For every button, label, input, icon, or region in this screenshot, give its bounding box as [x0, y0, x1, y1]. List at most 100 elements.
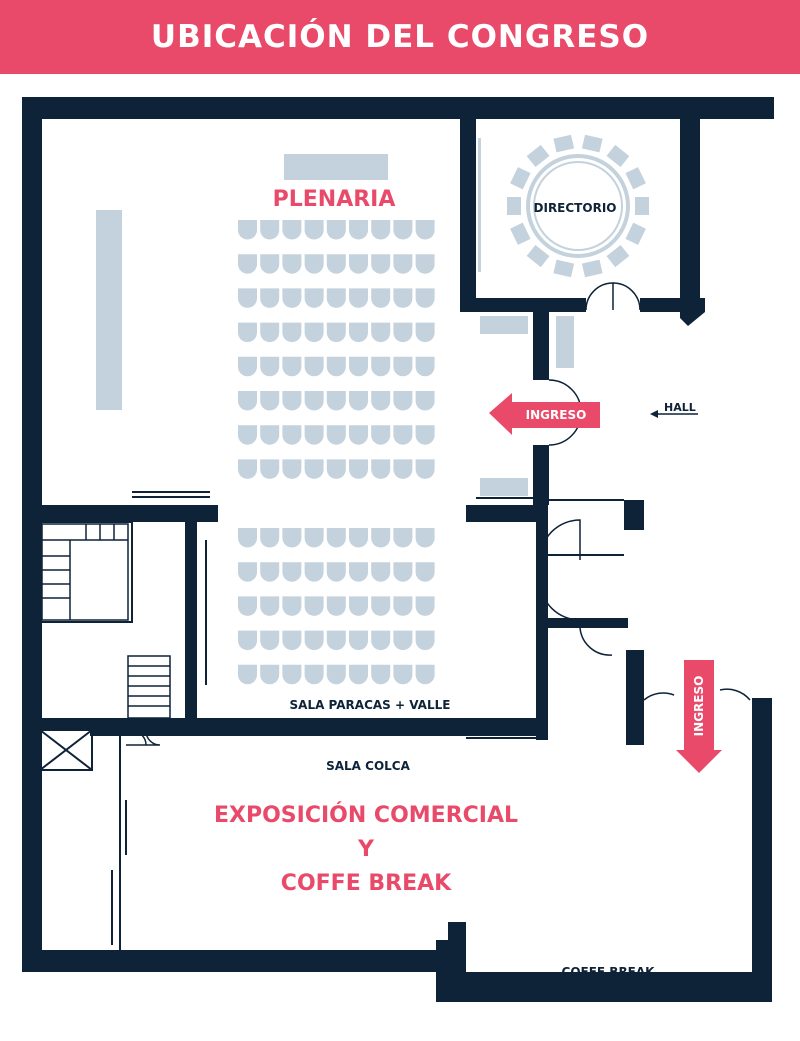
arrow-left-icon — [489, 393, 600, 435]
seat — [371, 356, 391, 377]
seat — [282, 630, 302, 651]
chair — [581, 259, 603, 278]
seat — [415, 459, 435, 479]
seat — [282, 322, 302, 343]
seat — [393, 322, 413, 343]
seat — [349, 664, 368, 685]
label-expo-line1: EXPOSICIÓN COMERCIAL — [214, 802, 518, 828]
label-directorio: DIRECTORIO — [534, 201, 617, 215]
seat — [371, 630, 391, 651]
seat — [415, 664, 435, 685]
seat — [304, 288, 324, 308]
seat — [415, 220, 435, 240]
seat — [371, 459, 391, 479]
seat — [238, 356, 257, 377]
chair — [553, 259, 575, 278]
seat — [349, 356, 368, 377]
seat — [415, 630, 435, 651]
seat — [393, 562, 413, 582]
seat — [282, 288, 302, 308]
seat — [238, 254, 257, 274]
seat — [282, 459, 302, 479]
seat — [326, 562, 346, 582]
seat — [282, 664, 302, 685]
chair — [526, 144, 550, 168]
seat — [415, 425, 435, 445]
seat — [260, 220, 280, 240]
walls — [22, 97, 774, 1002]
seat — [371, 664, 391, 685]
seat — [326, 459, 346, 479]
seat — [282, 425, 302, 445]
seat — [393, 596, 413, 616]
chair — [606, 144, 630, 168]
ingreso-down-sign: INGRESO — [676, 660, 722, 773]
seat — [238, 391, 257, 411]
seat — [304, 459, 324, 479]
chair — [625, 167, 646, 190]
side-table — [96, 210, 122, 410]
seat — [349, 391, 368, 411]
seat — [371, 596, 391, 616]
seat — [393, 630, 413, 651]
seat — [349, 425, 368, 445]
seat — [349, 562, 368, 582]
seat — [238, 664, 257, 685]
seat — [415, 288, 435, 308]
seat — [304, 562, 324, 582]
seat — [260, 630, 280, 651]
stairs-middle — [127, 655, 171, 719]
seat — [371, 562, 391, 582]
seat — [260, 425, 280, 445]
seat — [415, 528, 435, 548]
seat — [326, 664, 346, 685]
seat — [371, 528, 391, 548]
chair — [510, 222, 531, 245]
seat — [238, 322, 257, 343]
seat — [415, 322, 435, 343]
label-sala-colca: SALA COLCA — [326, 759, 411, 773]
seat — [238, 562, 257, 582]
seat — [326, 288, 346, 308]
seat — [349, 459, 368, 479]
seat-block-bottom — [238, 528, 435, 685]
chair — [635, 197, 649, 215]
seat — [304, 630, 324, 651]
seat — [282, 391, 302, 411]
seat — [326, 425, 346, 445]
seat — [326, 391, 346, 411]
seat — [326, 322, 346, 343]
hall-marker: HALL — [650, 401, 698, 418]
seat — [282, 562, 302, 582]
ingreso-left-sign: INGRESO — [489, 393, 600, 435]
chair — [553, 134, 575, 153]
label-coffe-break: COFFE BREAK — [562, 965, 656, 979]
seat — [260, 664, 280, 685]
seat — [393, 288, 413, 308]
seat — [238, 220, 257, 240]
seat — [371, 220, 391, 240]
seat — [371, 391, 391, 411]
seat — [371, 254, 391, 274]
seat — [415, 254, 435, 274]
stage — [284, 154, 388, 180]
stairs-left — [41, 523, 129, 621]
seat — [260, 391, 280, 411]
seat — [415, 562, 435, 582]
label-ingreso-left: INGRESO — [526, 408, 587, 422]
seat — [260, 288, 280, 308]
seat — [349, 528, 368, 548]
chair — [606, 244, 630, 268]
seat — [282, 356, 302, 377]
label-expo-line2: Y — [357, 837, 375, 862]
seat — [326, 596, 346, 616]
seat — [304, 254, 324, 274]
seat — [415, 356, 435, 377]
page-title: UBICACIÓN DEL CONGRESO — [150, 19, 650, 55]
label-hall: HALL — [664, 401, 696, 414]
seat — [349, 322, 368, 343]
chair — [510, 167, 531, 190]
seat — [260, 254, 280, 274]
round-table — [507, 134, 649, 278]
